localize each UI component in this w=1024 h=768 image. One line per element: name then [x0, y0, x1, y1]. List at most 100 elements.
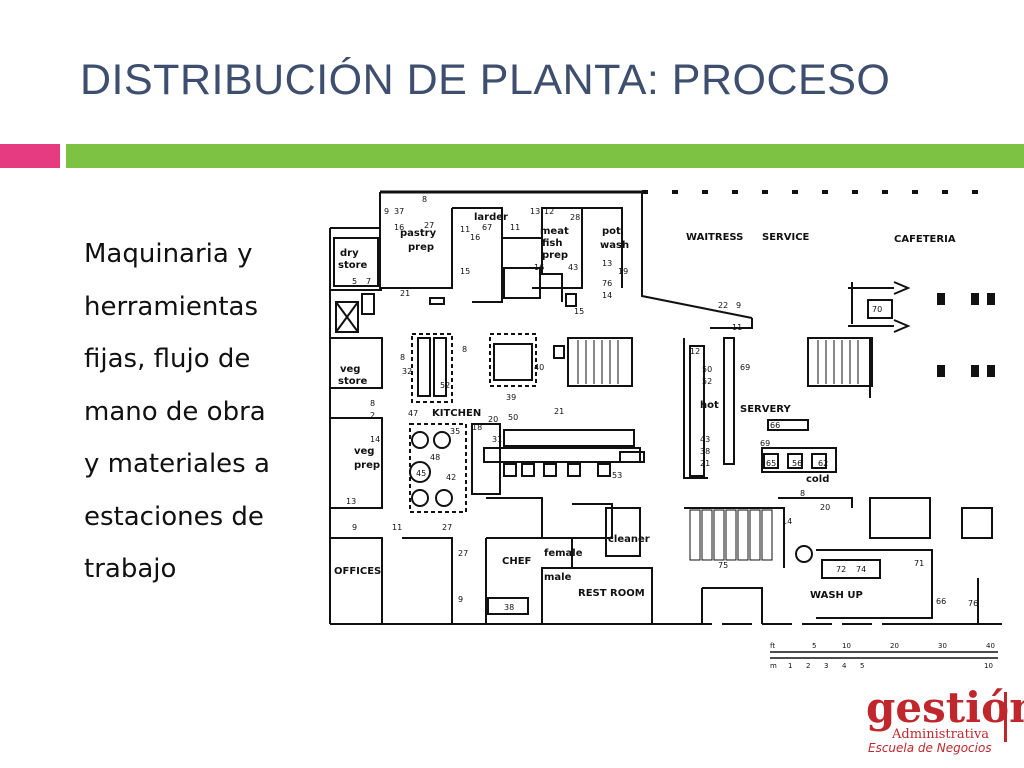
equip-num: 8 — [370, 399, 375, 408]
equip-num: 32 — [402, 367, 412, 376]
equip-num: 11 — [460, 225, 470, 234]
equip-num: 37 — [394, 207, 404, 216]
room-pot: pot — [602, 226, 621, 237]
equip-num: 16 — [534, 263, 544, 272]
equip-num: 35 — [450, 427, 460, 436]
logo-school-text: Escuela de Negocios — [868, 741, 992, 755]
equip-num: 8 — [462, 345, 467, 354]
room-service: SERVICE — [762, 232, 810, 243]
equip-num: 2 — [370, 411, 375, 420]
scale-m-tick: 5 — [860, 662, 864, 670]
room-pastry-prep-2: prep — [408, 242, 434, 253]
logo-sub-text: Administrativa — [892, 727, 990, 742]
room-pastry-prep-1: pastry — [400, 228, 437, 239]
body-line: fijas, flujo de — [84, 344, 251, 374]
equip-num: 8 — [422, 195, 427, 204]
scale-bar: ft 5 10 20 30 40 m 1 2 3 4 5 10 — [770, 642, 998, 670]
equip-num: 38 — [700, 447, 710, 456]
room-fish: fish — [542, 238, 562, 249]
scale-m-tick: 10 — [984, 662, 993, 670]
room-veg-prep-2: prep — [354, 460, 380, 471]
equip-num: 39 — [506, 393, 516, 402]
body-line: y materiales a — [84, 449, 270, 479]
equip-num: 53 — [612, 471, 622, 480]
room-larder: larder — [474, 212, 508, 223]
scale-ft-tick: 5 — [812, 642, 816, 650]
equip-num: 71 — [914, 559, 924, 568]
equip-num: 50 — [702, 365, 712, 374]
equip-num: 27 — [458, 549, 468, 558]
equip-num: 7 — [366, 277, 371, 286]
equip-num: 19 — [618, 267, 628, 276]
accent-bar-green — [66, 144, 1024, 168]
equip-num: 66 — [770, 421, 780, 430]
room-servery: SERVERY — [740, 404, 791, 415]
equip-num: 20 — [488, 415, 498, 424]
equip-num: 15 — [460, 267, 470, 276]
equip-num: 9 — [736, 301, 741, 310]
body-line: mano de obra — [84, 396, 266, 427]
body-line: herramientas — [84, 291, 259, 322]
equip-num: 45 — [416, 469, 426, 478]
room-waitress: WAITRESS — [686, 232, 743, 243]
room-chef: CHEF — [502, 556, 531, 567]
equip-num: 28 — [570, 213, 580, 222]
room-veg-store-2: store — [338, 376, 368, 387]
body-line: estaciones de — [84, 501, 264, 532]
scale-ft-tick: 40 — [986, 642, 995, 650]
equip-num: 9 — [458, 595, 463, 604]
equip-num: 69 — [760, 439, 770, 448]
room-veg-store-1: veg — [340, 364, 360, 375]
equip-num: 12 — [544, 207, 554, 216]
scale-m-tick: 4 — [842, 662, 847, 670]
room-dry-store-1: dry — [340, 248, 359, 259]
room-rest-room: REST ROOM — [578, 588, 645, 599]
equip-num: 21 — [700, 459, 710, 468]
equip-num: 9 — [384, 207, 389, 216]
equip-num: 70 — [872, 305, 882, 314]
floor-plan: dry store pastry prep larder meat fish p… — [322, 178, 1002, 670]
room-cleaner: cleaner — [608, 534, 650, 545]
equip-num: 52 — [440, 381, 450, 390]
equip-num: 21 — [400, 289, 410, 298]
equip-num: 22 — [718, 301, 728, 310]
accent-bar-pink — [0, 144, 60, 168]
room-male: male — [544, 572, 572, 583]
equip-num: 11 — [732, 323, 742, 332]
equip-num: 18 — [472, 423, 482, 432]
equip-num: 13 — [346, 497, 356, 506]
equip-num: 67 — [482, 223, 492, 232]
equip-num: 72 — [836, 565, 846, 574]
equip-num: 38 — [504, 603, 514, 612]
room-cafeteria: CAFETERIA — [894, 234, 956, 245]
equip-num: 43 — [568, 263, 578, 272]
equip-num: 56 — [792, 459, 802, 468]
room-prep: prep — [542, 250, 568, 261]
room-veg-prep-1: veg — [354, 446, 374, 457]
room-wash-up: WASH UP — [810, 590, 863, 601]
floor-plan-drawing: dry store pastry prep larder meat fish p… — [329, 190, 1002, 670]
equip-num: 76 — [602, 279, 612, 288]
equip-num: 65 — [766, 459, 776, 468]
equip-num: 74 — [856, 565, 866, 574]
logo-main-text: gestión — [866, 683, 1024, 732]
equip-num: 62 — [818, 459, 828, 468]
body-line: Maquinaria y — [84, 239, 253, 269]
body-text: Maquinaria y herramientas fijas, flujo d… — [84, 228, 324, 596]
scale-ft-tick: 10 — [842, 642, 851, 650]
room-female: female — [544, 548, 583, 559]
equip-num: 47 — [408, 409, 418, 418]
room-meat: meat — [540, 226, 569, 237]
body-line: trabajo — [84, 554, 177, 584]
equip-num: 16 — [394, 223, 404, 232]
equip-num: 9 — [352, 523, 357, 532]
equip-num: 8 — [400, 353, 405, 362]
equip-num: 14 — [602, 291, 612, 300]
equip-num: 21 — [554, 407, 564, 416]
room-kitchen: KITCHEN — [432, 408, 481, 419]
equip-num: 13 — [602, 259, 612, 268]
equip-num: 66 — [936, 597, 946, 606]
room-cold: cold — [806, 474, 829, 485]
scale-m-tick: 1 — [788, 662, 792, 670]
